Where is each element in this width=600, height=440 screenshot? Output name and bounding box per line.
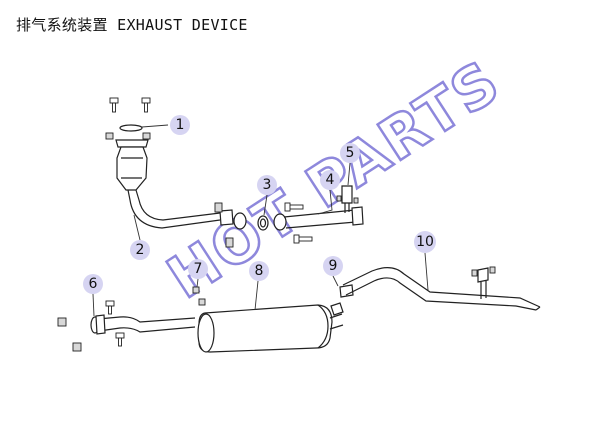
callout-10: 10 bbox=[414, 231, 436, 253]
callout-7: 7 bbox=[188, 259, 208, 279]
callout-circle bbox=[83, 274, 103, 294]
callout-1: 1 bbox=[170, 115, 190, 135]
bolt-icon bbox=[141, 97, 151, 113]
callout-4: 4 bbox=[320, 170, 340, 190]
part-7-clamp bbox=[192, 286, 206, 306]
part-2-front-pipe bbox=[115, 139, 247, 248]
callout-number: 3 bbox=[263, 177, 272, 193]
part-1-hardware bbox=[105, 97, 151, 140]
callout-number: 6 bbox=[89, 276, 98, 292]
callout-number: 1 bbox=[176, 117, 185, 133]
callout-number: 10 bbox=[416, 234, 434, 250]
callout-number: 4 bbox=[326, 172, 335, 188]
gasket-icon bbox=[119, 124, 143, 132]
callout-circle bbox=[323, 256, 343, 276]
callout-circle bbox=[170, 115, 190, 135]
bolt-icon bbox=[115, 332, 125, 347]
callout-circle bbox=[414, 231, 436, 253]
part-9-hanger bbox=[330, 284, 354, 316]
part-10-tail-pipe bbox=[342, 266, 541, 311]
callout-number: 8 bbox=[255, 263, 264, 279]
callout-number: 9 bbox=[329, 258, 338, 274]
part-3-gasket-ring bbox=[257, 215, 269, 231]
callout-circle bbox=[130, 240, 150, 260]
callout-circle bbox=[249, 261, 269, 281]
nut-icon bbox=[57, 317, 67, 327]
bolt-icon bbox=[105, 300, 115, 315]
callout-number: 2 bbox=[136, 242, 145, 258]
part-6-hardware bbox=[57, 300, 125, 352]
callout-6: 6 bbox=[83, 274, 103, 294]
callout-circle bbox=[320, 170, 340, 190]
nut-icon bbox=[72, 342, 82, 352]
callout-number: 5 bbox=[346, 145, 355, 161]
callout-2: 2 bbox=[130, 240, 150, 260]
callout-5: 5 bbox=[340, 143, 360, 163]
callout-circle bbox=[188, 259, 208, 279]
callout-9: 9 bbox=[323, 256, 343, 276]
part-8-muffler bbox=[95, 304, 344, 353]
callout-number: 7 bbox=[194, 261, 203, 277]
callout-circle bbox=[257, 175, 277, 195]
leader-lines bbox=[92, 124, 429, 317]
bolt-icon bbox=[284, 202, 304, 212]
nut-icon bbox=[105, 132, 114, 140]
callout-3: 3 bbox=[257, 175, 277, 195]
callout-circle bbox=[340, 143, 360, 163]
bolt-icon bbox=[109, 97, 119, 113]
bolt-icon bbox=[293, 234, 313, 244]
nut-icon bbox=[142, 132, 151, 140]
callout-8: 8 bbox=[249, 261, 269, 281]
part-5-hanger bbox=[336, 185, 359, 213]
page-title: 排气系统装置 EXHAUST DEVICE bbox=[16, 16, 248, 34]
